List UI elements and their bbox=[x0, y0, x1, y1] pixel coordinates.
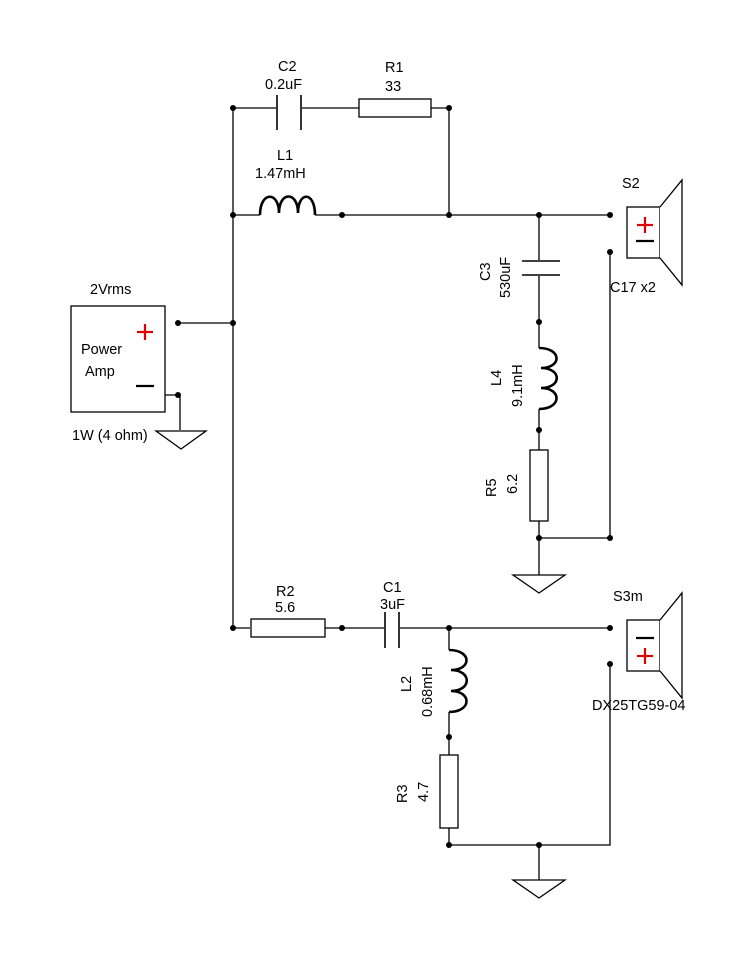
r1-ref: R1 bbox=[385, 60, 404, 76]
junction-dot bbox=[536, 842, 542, 848]
junction-dot bbox=[339, 212, 345, 218]
speaker-s3m: S3m DX25TG59-04 bbox=[592, 589, 686, 714]
capacitor-c1: C1 3uF bbox=[380, 580, 405, 648]
junction-dot bbox=[230, 212, 236, 218]
resistor-r5: R5 6.2 bbox=[484, 449, 549, 522]
junction-dot bbox=[446, 625, 452, 631]
inductor-coil bbox=[448, 648, 469, 714]
junction-dot bbox=[607, 625, 613, 631]
junction-dot bbox=[536, 319, 542, 325]
junction-dot bbox=[175, 392, 181, 398]
resistor-body bbox=[439, 754, 459, 829]
s2-model: C17 x2 bbox=[610, 280, 656, 296]
speaker-magnet bbox=[626, 206, 661, 259]
c3-value: 530uF bbox=[498, 257, 514, 298]
c3-ref: C3 bbox=[478, 262, 494, 281]
resistor-r1: R1 33 bbox=[358, 60, 432, 118]
speaker-s2: S2 C17 x2 bbox=[610, 176, 683, 296]
inductor-l4: L4 9.1mH bbox=[489, 346, 559, 411]
amp-power-note: 1W (4 ohm) bbox=[72, 428, 148, 444]
capacitor-c2: C2 0.2uF bbox=[265, 59, 302, 130]
r5-ref: R5 bbox=[484, 478, 500, 497]
junction-dot bbox=[536, 427, 542, 433]
ground-icon bbox=[510, 879, 568, 899]
r1-value: 33 bbox=[385, 79, 401, 95]
inductor-l2: L2 0.68mH bbox=[399, 648, 469, 717]
c2-ref: C2 bbox=[278, 59, 297, 75]
s3m-ref: S3m bbox=[613, 589, 643, 605]
resistor-body bbox=[529, 449, 549, 522]
r5-value: 6.2 bbox=[505, 474, 521, 494]
junction-dot bbox=[446, 105, 452, 111]
l4-ref: L4 bbox=[489, 370, 505, 386]
resistor-body bbox=[250, 618, 326, 638]
junction-dot bbox=[230, 105, 236, 111]
junction-dot bbox=[446, 734, 452, 740]
c1-ref: C1 bbox=[383, 580, 402, 596]
s2-ref: S2 bbox=[622, 176, 640, 192]
capacitor-c3: C3 530uF bbox=[478, 257, 560, 298]
junction-dot bbox=[446, 212, 452, 218]
junction-dot bbox=[339, 625, 345, 631]
junction-dot bbox=[536, 535, 542, 541]
junction-dot bbox=[607, 535, 613, 541]
junction-dot bbox=[536, 212, 542, 218]
r3-value: 4.7 bbox=[416, 782, 432, 802]
c2-value: 0.2uF bbox=[265, 77, 302, 93]
l2-ref: L2 bbox=[399, 676, 415, 692]
junction-dots bbox=[175, 105, 613, 848]
r2-value: 5.6 bbox=[275, 600, 295, 616]
amp-label-line2: Amp bbox=[85, 364, 115, 380]
amp-ground-wire bbox=[165, 394, 181, 430]
junction-dot bbox=[175, 320, 181, 326]
inductor-l1: L1 1.47mH bbox=[255, 148, 317, 216]
junction-dot bbox=[607, 661, 613, 667]
s3m-model: DX25TG59-04 bbox=[592, 698, 686, 714]
ground-symbols bbox=[153, 430, 568, 899]
amp-title: 2Vrms bbox=[90, 282, 131, 298]
resistor-r3: R3 4.7 bbox=[395, 754, 459, 829]
power-amp-box bbox=[70, 305, 166, 413]
l2-value: 0.68mH bbox=[420, 666, 436, 717]
junction-dot bbox=[607, 212, 613, 218]
speaker-magnet bbox=[626, 619, 661, 672]
speaker-cone bbox=[659, 178, 683, 287]
amp-label-line1: Power bbox=[81, 342, 122, 358]
l1-ref: L1 bbox=[277, 148, 293, 164]
junction-dot bbox=[446, 842, 452, 848]
power-amp: 2Vrms Power Amp 1W (4 ohm) bbox=[70, 282, 166, 444]
speaker-cone bbox=[659, 591, 683, 700]
l1-value: 1.47mH bbox=[255, 166, 306, 182]
r2-ref: R2 bbox=[276, 584, 295, 600]
woofer-return-wire bbox=[539, 252, 611, 539]
resistor-r2: R2 5.6 bbox=[250, 584, 326, 638]
resistor-body bbox=[358, 98, 432, 118]
inductor-coil bbox=[258, 195, 317, 216]
l4-value: 9.1mH bbox=[510, 364, 526, 407]
tweeter-shunt-wire bbox=[448, 628, 611, 846]
r3-ref: R3 bbox=[395, 784, 411, 803]
junction-dot bbox=[607, 249, 613, 255]
inductor-coil bbox=[538, 346, 559, 411]
c1-value: 3uF bbox=[380, 597, 405, 613]
ground-icon bbox=[510, 574, 568, 594]
junction-dot bbox=[230, 625, 236, 631]
ground-icon bbox=[153, 430, 209, 450]
junction-dot bbox=[230, 320, 236, 326]
